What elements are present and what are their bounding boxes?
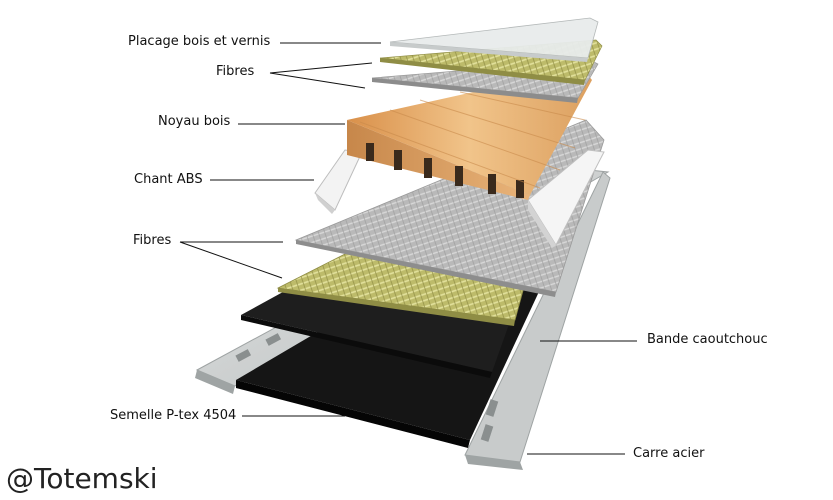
label-semelle: Semelle P-tex 4504 xyxy=(110,408,237,423)
label-noyau: Noyau bois xyxy=(158,114,231,129)
label-chant: Chant ABS xyxy=(134,172,203,187)
label-fibres-top: Fibres xyxy=(216,64,255,79)
leader-fibres-top-a xyxy=(269,62,373,74)
leader-fibres-bottom-b xyxy=(179,241,283,279)
label-placage: Placage bois et vernis xyxy=(128,34,271,49)
abs-sidewall-layer xyxy=(314,149,605,248)
top-sheet-layer xyxy=(389,17,599,62)
leader-lines xyxy=(179,42,637,455)
wood-core-layer xyxy=(347,68,592,200)
label-fibres-bottom: Fibres xyxy=(133,233,172,248)
leader-fibres-top-b xyxy=(269,72,366,89)
label-bande: Bande caoutchouc xyxy=(647,332,768,347)
watermark: @Totemski xyxy=(6,462,158,495)
label-carre: Carre acier xyxy=(633,446,705,461)
